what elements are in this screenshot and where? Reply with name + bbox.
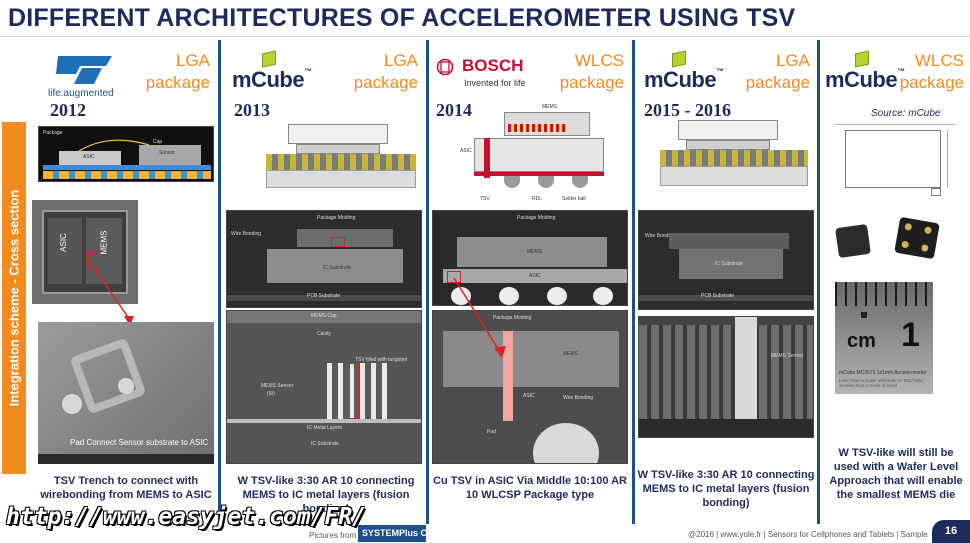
mcube-logo: mCube™ <box>644 67 724 92</box>
column-separator <box>632 40 635 524</box>
package-type: WLCS package <box>899 51 964 92</box>
mcube-cube-icon <box>262 50 276 68</box>
column-separator <box>426 40 429 524</box>
column-separator <box>817 40 820 524</box>
tsv-cross-section: MEMS Sensor <box>638 316 814 438</box>
watermark-url[interactable]: http://www.easyjet.com/FR/ <box>6 504 367 530</box>
column-st-2012: life.augmented LGA package 2012 Package … <box>28 40 216 520</box>
st-tagline: life.augmented <box>48 88 114 99</box>
package-type: WLCS package <box>559 51 624 92</box>
title-divider <box>0 36 970 37</box>
mcube-logo: mCube™ <box>825 67 905 92</box>
product-label: mCube MC3571 1x1mm Accelerometer <box>839 370 927 376</box>
sem-image: Pad Connect Sensor substrate to ASIC <box>38 322 214 464</box>
source-label: Source: mCube <box>871 108 941 119</box>
footer-credit: @2016 | www.yole.fr | Sensors for Cellph… <box>688 530 928 539</box>
column-mcube-2013: mCube™ LGA package 2013 Package Molding … <box>222 40 424 520</box>
year-label: 2015 - 2016 <box>644 100 731 120</box>
technical-drawing <box>835 122 965 200</box>
side-label: Integration scheme - Cross section <box>6 189 22 407</box>
tsv-cross-section: Package Molding MEMS ASIC Pad Wire Bondi… <box>432 310 628 464</box>
st-logo-icon <box>56 56 112 84</box>
package-schematic: Package ASIC Sensor Cap <box>38 126 214 182</box>
column-mcube-wlcs: mCube™ WLCS package Source: mCube cm 1 m… <box>821 40 970 520</box>
pictures-from: Pictures from <box>309 531 357 540</box>
year-label: 2014 <box>436 100 472 120</box>
caption: W TSV-like 3:30 AR 10 connecting MEMS to… <box>237 475 415 515</box>
caption: W TSV-like will still be used with a Waf… <box>829 447 963 501</box>
mcube-cube-icon <box>855 50 869 68</box>
package-type: LGA package <box>745 51 810 92</box>
year-label: 2013 <box>234 100 270 120</box>
slide-title: DIFFERENT ARCHITECTURES OF ACCELEROMETER… <box>8 4 796 32</box>
package-type: LGA package <box>145 51 210 92</box>
package-schematic <box>266 124 416 190</box>
cross-section-image: Wire Bonding IC Substrate PCB Substrate <box>638 210 814 310</box>
cross-section-image: Package Molding MEMS ASIC <box>432 210 628 306</box>
mcube-cube-icon <box>672 50 686 68</box>
product-note: Less Than a Cubic Millimeter in Total Si… <box>839 378 923 388</box>
package-schematic <box>660 120 808 188</box>
ruler-photo: cm 1 <box>835 282 933 394</box>
caption: Cu TSV in ASIC Via Middle 10:100 AR 10 W… <box>433 475 627 501</box>
year-label: 2012 <box>50 100 86 120</box>
zoom-arrow-icon <box>93 267 134 326</box>
chip-top-icon <box>835 223 871 259</box>
bosch-logo: BOSCH <box>462 56 524 75</box>
package-type: LGA package <box>353 51 418 92</box>
caption: W TSV-like 3:30 AR 10 connecting MEMS to… <box>637 469 815 509</box>
mcube-logo: mCube™ <box>232 67 312 92</box>
column-bosch-2014: BOSCH Invented for life WLCS package 201… <box>430 40 630 520</box>
zoom-arrow-icon <box>453 277 506 358</box>
caption: TSV Trench to connect with wirebonding f… <box>40 475 212 501</box>
systemplus-logo: SYSTEMPlus CONSULTING <box>358 525 426 542</box>
chip-bottom-icon <box>894 216 940 260</box>
page-number: 16 <box>932 520 970 543</box>
bosch-tagline: Invented for life <box>464 78 526 88</box>
die-photo: ASIC MEMS <box>32 200 138 304</box>
tsv-cross-section: MEMS Cap Cavity TSV filled with tungsten… <box>226 310 422 464</box>
side-bar <box>2 122 26 474</box>
column-separator <box>218 40 221 524</box>
wlcsp-schematic: MEMS ASIC TSV RDL Solder ball <box>460 104 620 204</box>
cross-section-image: Package Molding Wire Bonding IC Substrat… <box>226 210 422 308</box>
column-mcube-2015: mCube™ LGA package 2015 - 2016 Wire Bond… <box>636 40 816 520</box>
bosch-armature-icon <box>436 58 454 76</box>
